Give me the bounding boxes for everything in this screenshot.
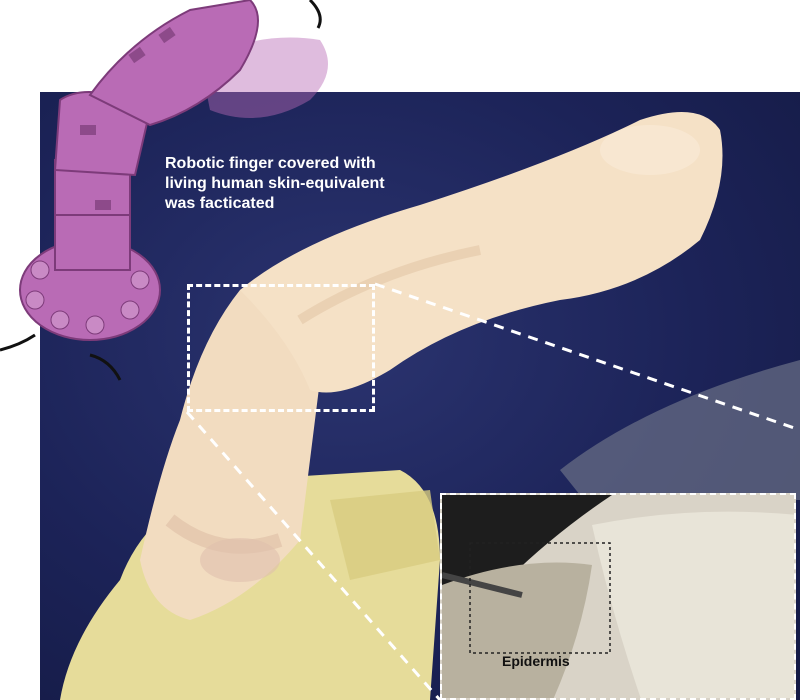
caption-line-1: Robotic finger covered with [165,155,376,172]
zoom-region-box [187,284,375,412]
finger-upper-segment [240,112,723,393]
inset-magnified-view: Epidermis [440,493,796,700]
epidermis-label: Epidermis [502,653,570,669]
caption-line-2: living human skin-equivalent [165,175,385,192]
caption: Robotic finger covered with living human… [165,154,465,214]
caption-line-3: was facticated [165,195,275,212]
inset-photo [442,495,794,698]
epidermis-region-box [469,542,611,654]
tweezers [442,572,523,598]
